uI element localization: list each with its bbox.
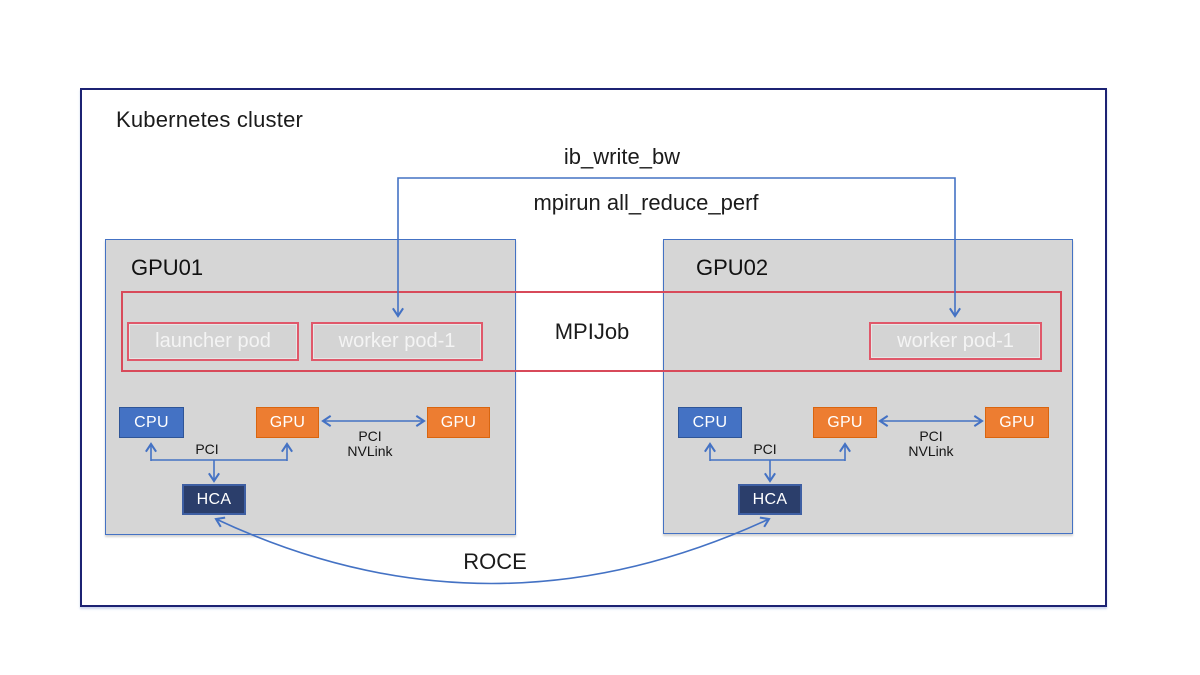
node-gpu02-title: GPU02 — [696, 255, 769, 280]
node-gpu02: GPU02 — [663, 239, 1073, 534]
pci-label-gpu02: PCI — [753, 441, 777, 457]
gpu-chip-left-gpu02: GPU — [813, 407, 877, 438]
pci-nvlink-label-gpu01: PCI NVLink — [347, 428, 393, 459]
mpirun-all-reduce-perf-label: mpirun all_reduce_perf — [533, 190, 759, 215]
node-gpu01-title: GPU01 — [131, 255, 204, 280]
gpu-chip-right-gpu02: GPU — [985, 407, 1049, 438]
gpu-chip-right-gpu01: GPU — [427, 407, 490, 438]
mpijob-label: MPIJob — [554, 319, 630, 344]
cluster-title: Kubernetes cluster — [116, 107, 304, 132]
hca-chip-gpu02: HCA — [738, 484, 802, 515]
kubernetes-cluster-box — [80, 88, 1107, 607]
launcher-pod: launcher pod — [127, 322, 299, 361]
worker-pod-1-gpu01: worker pod-1 — [311, 322, 483, 361]
pci-label-gpu01: PCI — [195, 441, 219, 457]
node-gpu01: GPU01 — [105, 239, 516, 535]
cpu-chip-gpu02: CPU — [678, 407, 742, 438]
gpu-chip-left-gpu01: GPU — [256, 407, 319, 438]
cpu-chip-gpu01: CPU — [119, 407, 184, 438]
pci-nvlink-label-gpu02: PCI NVLink — [908, 428, 954, 459]
ib-write-bw-label: ib_write_bw — [563, 144, 681, 169]
roce-label: ROCE — [463, 549, 527, 574]
worker-pod-1-gpu02: worker pod-1 — [869, 322, 1042, 360]
hca-chip-gpu01: HCA — [182, 484, 246, 515]
